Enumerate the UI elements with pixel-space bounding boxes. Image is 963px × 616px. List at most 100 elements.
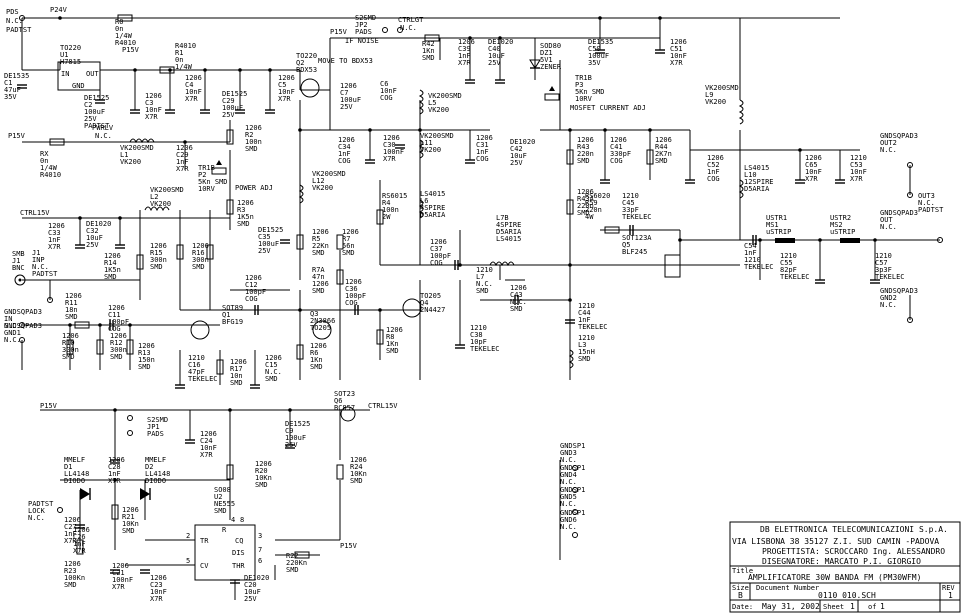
connector-label: GND6 bbox=[560, 516, 577, 524]
resistor-r10 bbox=[66, 339, 74, 355]
component-label-r1: 1/4W bbox=[175, 63, 193, 71]
component-label-rx: 1/4W bbox=[40, 164, 58, 172]
component-label-c41: 330pF bbox=[610, 150, 631, 158]
component-label-r2: 1206 bbox=[245, 124, 262, 132]
company-name: DB ELETTRONICA TELECOMUNICAZIONI S.p.A. bbox=[760, 525, 948, 534]
component-label-q3: 2N3866 bbox=[310, 317, 335, 325]
component-label-r12: R12 bbox=[110, 339, 123, 347]
component-label-c45: C45 bbox=[622, 199, 635, 207]
svg-text:PWRLV: PWRLV bbox=[92, 124, 114, 132]
component-label-p3: 10RV bbox=[575, 95, 593, 103]
resistor-r15 bbox=[176, 244, 184, 260]
svg-text:3: 3 bbox=[258, 532, 262, 540]
svg-text:4: 4 bbox=[231, 516, 235, 524]
connector-label: N.C. bbox=[32, 263, 49, 271]
component-label-q1: BFG19 bbox=[222, 318, 243, 326]
component-label-c28: C28 bbox=[108, 463, 121, 471]
svg-text:1: 1 bbox=[880, 602, 885, 611]
component-label-q1: SOT89 bbox=[222, 304, 243, 312]
designer: PROGETTISTA: SCROCCARO Ing. ALESSANDRO bbox=[762, 547, 945, 556]
component-label-l12: VK200 bbox=[312, 184, 333, 192]
component-label-c38: 10pF bbox=[470, 338, 487, 346]
resistor-r13 bbox=[126, 339, 134, 355]
component-label-c42: 25V bbox=[510, 159, 523, 167]
component-label-dz1: DZ1 bbox=[540, 49, 553, 57]
component-label-l7: D5ARIA bbox=[496, 228, 522, 236]
component-label-r5: SMD bbox=[312, 249, 325, 257]
resistor-r22 bbox=[294, 551, 310, 559]
component-label-c39: 1206 bbox=[458, 38, 475, 46]
component-label-c6: COG bbox=[380, 94, 393, 102]
document-number: 0110_010.SCH bbox=[818, 591, 876, 600]
component-label-c38: C38 bbox=[470, 331, 483, 339]
component-label-q6: SOT23 bbox=[334, 390, 355, 398]
component-label-r24: 10Kn bbox=[350, 470, 367, 478]
component-label-r15: 1206 bbox=[150, 242, 167, 250]
component-label-r21: R21 bbox=[122, 513, 135, 521]
component-label-u1: H7815 bbox=[60, 58, 81, 66]
component-label-c5: 10nF bbox=[278, 88, 295, 96]
component-label-l7b: SMD bbox=[476, 287, 489, 295]
component-label-c3: C3 bbox=[145, 99, 153, 107]
diode-d2 bbox=[140, 488, 150, 500]
component-label-r6: R6 bbox=[310, 349, 318, 357]
component-label-c41: C41 bbox=[610, 143, 623, 151]
component-label-r3: R3 bbox=[237, 206, 245, 214]
component-label-r43: 1206 bbox=[577, 136, 594, 144]
timer-pins: TR R CQ DIS CV THR 2 4 8 3 7 5 6 bbox=[186, 516, 262, 570]
symbols: IN OUT GND bbox=[14, 14, 943, 584]
component-label-r15: R15 bbox=[150, 249, 163, 257]
connector-label: OUT2 bbox=[880, 139, 897, 147]
component-label-q2: Q2 bbox=[296, 59, 304, 67]
component-label-c27: X7R bbox=[64, 537, 77, 545]
component-label-r22: SMD bbox=[286, 566, 299, 574]
drawing-date: May 31, 2002 bbox=[762, 602, 820, 611]
inductor-l3 bbox=[568, 349, 574, 369]
transistor-q4 bbox=[402, 298, 422, 318]
component-label-r16: 1206 bbox=[192, 242, 209, 250]
component-label-r43b: R43A bbox=[577, 195, 595, 203]
component-label-c50: 35V bbox=[588, 59, 601, 67]
component-label-c2: 100uF bbox=[84, 108, 105, 116]
component-label-r7: 1206 bbox=[342, 228, 359, 236]
component-label-r59: 4W bbox=[585, 213, 594, 221]
component-label-c34: 1206 bbox=[338, 136, 355, 144]
title-block: DB ELETTRONICA TELECOMUNICAZIONI S.p.A. … bbox=[729, 521, 961, 613]
component-labels: R00n1/4WR4010TO220U1H7815DE1535C147uF35V… bbox=[4, 14, 905, 603]
component-label-l7: 4SPIRE bbox=[496, 221, 521, 229]
component-label-c24: X7R bbox=[200, 451, 213, 459]
component-label-r2: 100n bbox=[245, 138, 262, 146]
connector-label: PADTST bbox=[32, 270, 58, 278]
zener-dz1 bbox=[529, 59, 541, 69]
component-label-l9: VK200 bbox=[705, 98, 726, 106]
connector-label: GNDSQPAD3 bbox=[880, 287, 918, 295]
component-label-d2: MMELF bbox=[145, 456, 166, 464]
svg-text:2: 2 bbox=[186, 532, 190, 540]
component-label-r16: SMD bbox=[192, 263, 205, 271]
microstrip-ms2 bbox=[840, 238, 860, 243]
component-label-c40: 25V bbox=[488, 59, 501, 67]
component-label-u1: TO220 bbox=[60, 44, 81, 52]
component-label-q4: TO205 bbox=[420, 292, 441, 300]
component-label-c33: 1nF bbox=[48, 236, 61, 244]
svg-text:IN: IN bbox=[61, 70, 69, 78]
component-label-r8: SMD bbox=[386, 347, 399, 355]
connector-label: N.C. bbox=[918, 199, 935, 207]
svg-text:P15V: P15V bbox=[340, 542, 358, 550]
resistor-r16 bbox=[206, 244, 214, 260]
component-label-c31: 1206 bbox=[476, 134, 493, 142]
component-label-c3: X7R bbox=[145, 113, 158, 121]
note-power-adj: POWER ADJ bbox=[235, 184, 273, 192]
component-label-c11: C11 bbox=[108, 311, 121, 319]
component-label-c29b: X7R bbox=[176, 165, 189, 173]
component-label-q6: BC857 bbox=[334, 404, 355, 412]
component-label-r42: 1Kn bbox=[422, 47, 435, 55]
component-label-c1: DE1535 bbox=[4, 72, 29, 80]
svg-text:THR: THR bbox=[232, 562, 245, 570]
component-label-c15: 1206 bbox=[265, 354, 282, 362]
component-label-c11: 1206 bbox=[108, 304, 125, 312]
resistor-r44 bbox=[646, 149, 654, 165]
component-label-ms1: uSTRIP bbox=[766, 228, 791, 236]
component-label-c57: C57 bbox=[875, 259, 888, 267]
revision: 1 bbox=[948, 591, 953, 600]
